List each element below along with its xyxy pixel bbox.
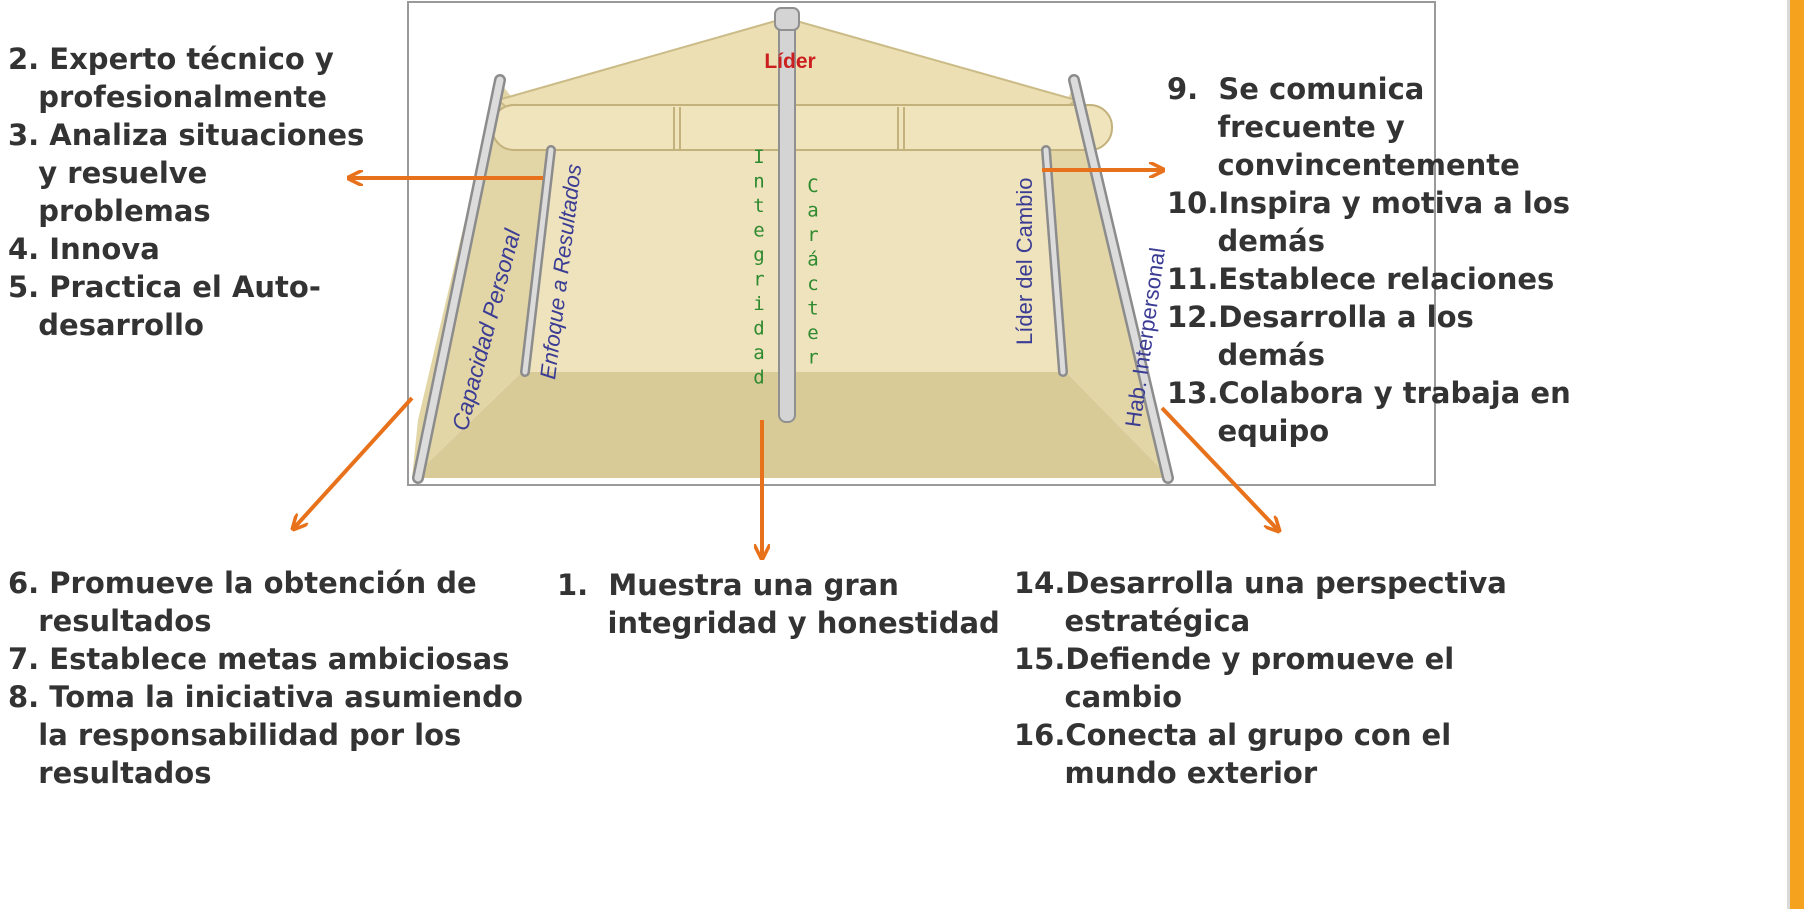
list-line: 2. Experto técnico y <box>8 42 334 76</box>
list-line: 10.Inspira y motiva a los <box>1167 186 1571 220</box>
arrow-bottom-left <box>294 396 414 528</box>
list-line: desarrollo <box>8 308 204 342</box>
list-line: demás <box>1167 224 1325 258</box>
tent-top-label: Líder <box>764 50 815 73</box>
list-line: equipo <box>1167 414 1330 448</box>
list-top-left: 2. Experto técnico y profesionalmente 3. … <box>8 40 364 344</box>
list-bottom-right: 14.Desarrolla una perspectiva estratégic… <box>1014 564 1507 792</box>
list-line: 16.Conecta al grupo con el <box>1014 718 1452 752</box>
list-line: 6. Promueve la obtención de <box>8 566 477 600</box>
list-line: frecuente y <box>1167 110 1405 144</box>
list-bottom-left: 6. Promueve la obtención de resultados 7.… <box>8 564 523 792</box>
list-line: 13.Colabora y trabaja en <box>1167 376 1571 410</box>
list-line: mundo exterior <box>1014 756 1318 790</box>
list-line: 9. Se comunica <box>1167 72 1425 106</box>
list-line: 3. Analiza situaciones <box>8 118 365 152</box>
list-line: 15.Defiende y promueve el <box>1014 642 1455 676</box>
list-line: integridad y honestidad <box>557 606 1000 640</box>
list-line: 14.Desarrolla una perspectiva <box>1014 566 1507 600</box>
edge-accent-bar <box>1790 0 1804 909</box>
list-top-right: 9. Se comunica frecuente y convincenteme… <box>1167 70 1571 450</box>
list-bottom-center: 1. Muestra una gran integridad y honesti… <box>557 566 1000 642</box>
roof-roll <box>491 104 1113 151</box>
label-lider-del-cambio: Líder del Cambio <box>1012 177 1037 345</box>
list-line: profesionalmente <box>8 80 327 114</box>
list-line: la responsabilidad por los <box>8 718 462 752</box>
list-line: 8. Toma la iniciativa asumiendo <box>8 680 523 714</box>
list-line: y resuelve <box>8 156 208 190</box>
list-line: 11.Establece relaciones <box>1167 262 1555 296</box>
list-line: estratégica <box>1014 604 1251 638</box>
list-line: 4. Innova <box>8 232 160 266</box>
edge-divider <box>1787 0 1790 909</box>
list-line: demás <box>1167 338 1325 372</box>
list-line: resultados <box>8 756 212 790</box>
list-line: 5. Practica el Auto- <box>8 270 321 304</box>
list-line: 7. Establece metas ambiciosas <box>8 642 510 676</box>
arrow-bottom-right <box>1160 406 1278 530</box>
list-line: problemas <box>8 194 211 228</box>
list-line: cambio <box>1014 680 1183 714</box>
list-line: 1. Muestra una gran <box>557 568 899 602</box>
tent-floor <box>412 372 1170 478</box>
list-line: resultados <box>8 604 212 638</box>
list-line: convincentemente <box>1167 148 1520 182</box>
list-line: 12.Desarrolla a los <box>1167 300 1474 334</box>
